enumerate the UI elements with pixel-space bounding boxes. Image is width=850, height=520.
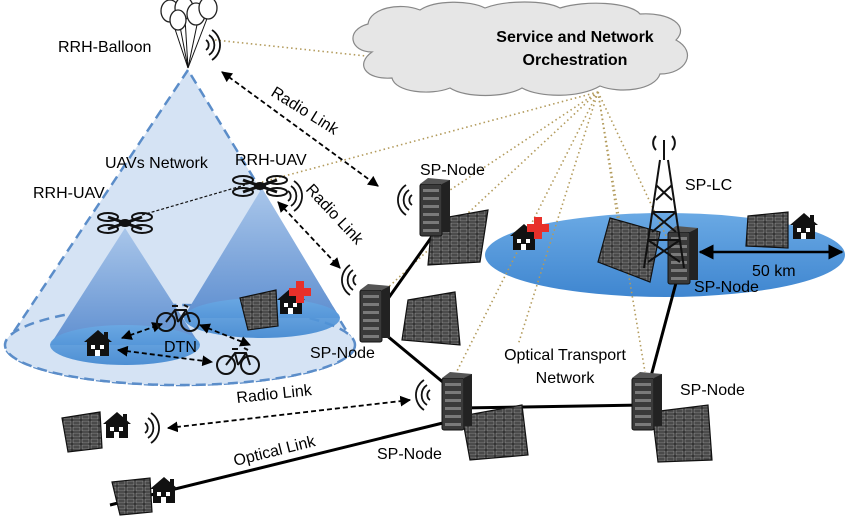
label-sp-node-top: SP-Node bbox=[420, 162, 485, 179]
uav-signal-icon bbox=[287, 180, 303, 212]
uav-coverage-cone-left bbox=[50, 228, 200, 345]
label-sp-node-lower-right: SP-Node bbox=[680, 382, 745, 399]
orchestration-cloud: Service and Network Orchestration bbox=[352, 1, 689, 97]
signal-icon-top-node bbox=[397, 184, 413, 216]
server-icon-lower-right bbox=[631, 371, 663, 431]
house-icon-far-right bbox=[790, 213, 818, 239]
label-sp-lc: SP-LC bbox=[685, 177, 732, 194]
label-sp-node-mid: SP-Node bbox=[310, 345, 375, 362]
signal-icon-house bbox=[144, 412, 160, 444]
cloud-title-line2: Orchestration bbox=[523, 52, 628, 69]
cloud-title-line1: Service and Network bbox=[496, 29, 654, 46]
label-sp-node-bottom: SP-Node bbox=[377, 446, 442, 463]
label-radio-link-bottom: Radio Link bbox=[236, 382, 314, 407]
balloon-signal-icon bbox=[205, 29, 221, 61]
label-sp-node-right: SP-Node bbox=[694, 279, 759, 296]
uav-mesh-link bbox=[141, 184, 246, 216]
label-rrh-balloon: RRH-Balloon bbox=[58, 39, 151, 56]
label-otn-line1: Optical Transport bbox=[504, 347, 626, 364]
label-dtn: DTN bbox=[164, 339, 197, 356]
server-icon-top bbox=[419, 177, 451, 237]
tower-icon bbox=[643, 135, 685, 269]
server-icon-bottom bbox=[441, 371, 473, 431]
solar-panels bbox=[61, 209, 789, 516]
balloon-icon bbox=[160, 0, 218, 69]
signal-icon-bottom-node bbox=[415, 379, 431, 411]
label-rrh-uav-right: RRH-UAV bbox=[235, 152, 307, 169]
label-rrh-uav-left: RRH-UAV bbox=[33, 185, 105, 202]
house-icon-optical bbox=[150, 477, 178, 503]
label-distance: 50 km bbox=[752, 263, 796, 280]
house-icon-radio bbox=[103, 412, 131, 438]
server-icon-mid bbox=[359, 283, 391, 343]
signal-icon-mid-node bbox=[341, 264, 357, 296]
label-radio-link-top: Radio Link bbox=[268, 84, 342, 139]
label-otn-line2: Network bbox=[536, 370, 596, 387]
radio-links bbox=[116, 71, 412, 433]
label-uavs-network: UAVs Network bbox=[105, 155, 209, 172]
